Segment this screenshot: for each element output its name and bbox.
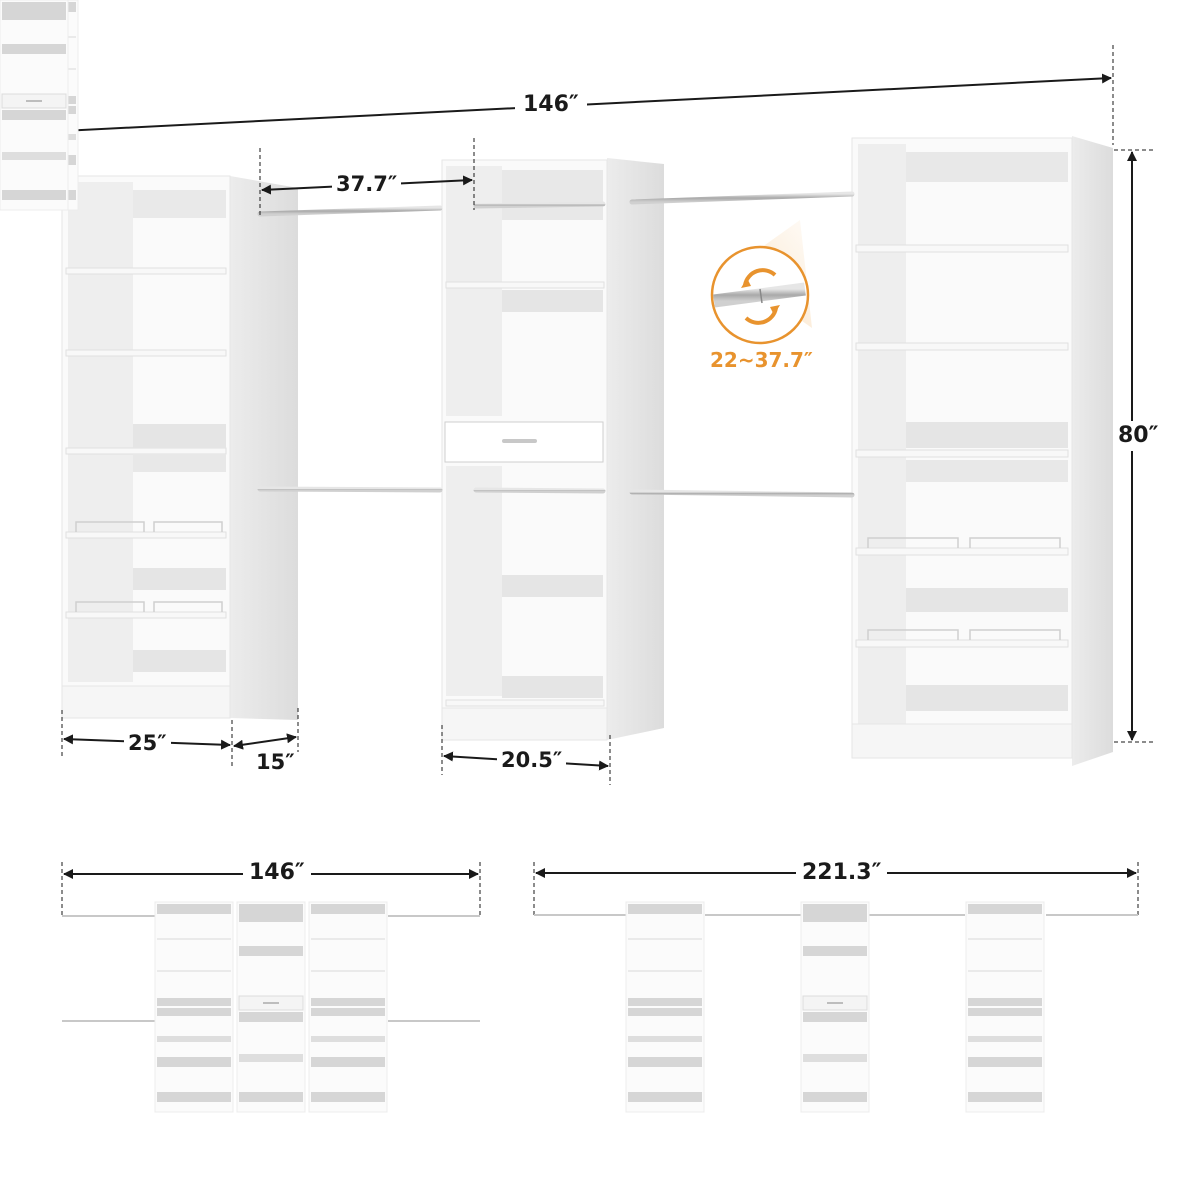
- rod-adjustable-range-label: 22~37.7″: [710, 348, 813, 372]
- left-tower: [61, 175, 298, 720]
- height-label: 80″: [1118, 421, 1159, 451]
- hanging-rods: [257, 191, 855, 498]
- left-tower-width-label: 25″: [124, 733, 171, 754]
- overall-width-label: 146″: [515, 94, 587, 116]
- middle-tower: [441, 158, 664, 741]
- drawer-handle: [502, 439, 537, 443]
- compact-width-label: 146″: [243, 862, 311, 884]
- depth-label: 15″: [256, 750, 295, 774]
- extended-width-label: 221.3″: [796, 862, 888, 884]
- rod-span-label: 37.7″: [332, 174, 402, 195]
- rod-adjust-callout: [710, 220, 812, 345]
- middle-tower-width-label: 20.5″: [497, 750, 567, 771]
- compact-configuration: [0, 0, 481, 1022]
- right-tower: [851, 136, 1113, 766]
